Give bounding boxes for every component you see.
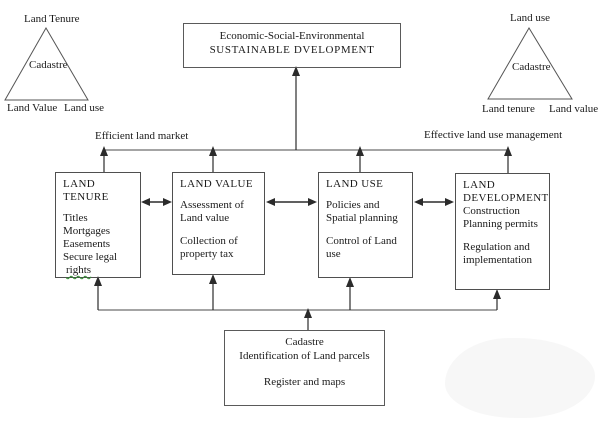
- land-value-para2: Collection of property tax: [180, 235, 238, 260]
- left-triangle-bottom-left-label: Land Value: [7, 102, 58, 114]
- cadastre-line1: Cadastre: [285, 336, 324, 348]
- development-bottom-arrowhead: [493, 289, 501, 299]
- land-development-item: Planning permits: [463, 218, 538, 230]
- right-triangle-center-label: Cadastre: [512, 61, 551, 73]
- development-top-arrowhead: [504, 146, 512, 156]
- left-triangle-center-label: Cadastre: [29, 59, 68, 71]
- use-top-arrowhead: [356, 146, 364, 156]
- land-use-para1: Policies and Spatial planning: [326, 199, 398, 224]
- value-use-left-arrowhead: [266, 198, 275, 206]
- tenure-bottom-arrowhead: [94, 276, 102, 286]
- land-tenure-item: Easements: [63, 238, 111, 250]
- land-tenure-item: Titles: [63, 212, 88, 224]
- land-value-box: LAND VALUE Assessment of Land value Coll…: [172, 172, 265, 275]
- cadastre-up-arrowhead: [304, 308, 312, 318]
- sustainable-development-box: Economic-Social-Environmental SUSTAINABL…: [183, 23, 401, 68]
- land-development-para2: Regulation and implementation: [463, 241, 533, 266]
- land-development-box: LAND DEVELOPMENT Construction Planning p…: [455, 173, 550, 290]
- right-triangle-bottom-left-label: Land tenure: [482, 103, 535, 115]
- efficient-land-market-label: Efficient land market: [95, 130, 189, 142]
- cadastre-spacer: [225, 363, 384, 375]
- tenure-top-arrowhead: [100, 146, 108, 156]
- land-tenure-box: LAND TENURE Titles Mortgages Easements S…: [55, 172, 141, 278]
- right-triangle-bottom-right-label: Land value: [549, 103, 599, 115]
- right-triangle-top-label: Land use: [510, 12, 551, 24]
- land-tenure-item: Secure legal: [63, 251, 118, 263]
- tenure-value-right-arrowhead: [163, 198, 172, 206]
- land-value-para1: Assessment of Land value: [180, 199, 244, 224]
- value-use-right-arrowhead: [308, 198, 317, 206]
- right-triangle-shape: [487, 27, 573, 100]
- land-value-title: LAND VALUE: [180, 178, 253, 190]
- land-development-title: LAND DEVELOPMENT: [463, 179, 549, 204]
- cadastre-line2: Identification of Land parcels: [239, 350, 370, 362]
- central-up-arrowhead: [292, 66, 300, 76]
- sustainable-development-line1: Economic-Social-Environmental: [219, 30, 365, 42]
- cadastre-box: Cadastre Identification of Land parcels …: [224, 330, 385, 406]
- left-triangle-top-label: Land Tenure: [24, 13, 80, 25]
- use-development-left-arrowhead: [414, 198, 423, 206]
- use-development-right-arrowhead: [445, 198, 454, 206]
- tenure-value-left-arrowhead: [141, 198, 150, 206]
- left-triangle-bottom-right-label: Land use: [64, 102, 105, 114]
- land-tenure-item: Mortgages: [63, 225, 111, 237]
- left-triangle-shape: [4, 26, 89, 101]
- land-tenure-rights-word: rights: [66, 264, 92, 276]
- land-development-item: Construction: [463, 205, 520, 217]
- land-use-box: LAND USE Policies and Spatial planning C…: [318, 172, 413, 278]
- scan-artifact-smudge: [445, 338, 595, 418]
- land-use-title: LAND USE: [326, 178, 384, 190]
- value-bottom-arrowhead: [209, 274, 217, 284]
- effective-land-use-label: Effective land use management: [424, 129, 563, 141]
- cadastre-line3: Register and maps: [263, 376, 346, 388]
- use-bottom-arrowhead: [346, 277, 354, 287]
- land-tenure-title: LAND TENURE: [63, 178, 109, 203]
- value-top-arrowhead: [209, 146, 217, 156]
- sustainable-development-line2: SUSTAINABLE DVELOPMENT: [209, 44, 375, 56]
- land-use-para2: Control of Land use: [326, 235, 397, 260]
